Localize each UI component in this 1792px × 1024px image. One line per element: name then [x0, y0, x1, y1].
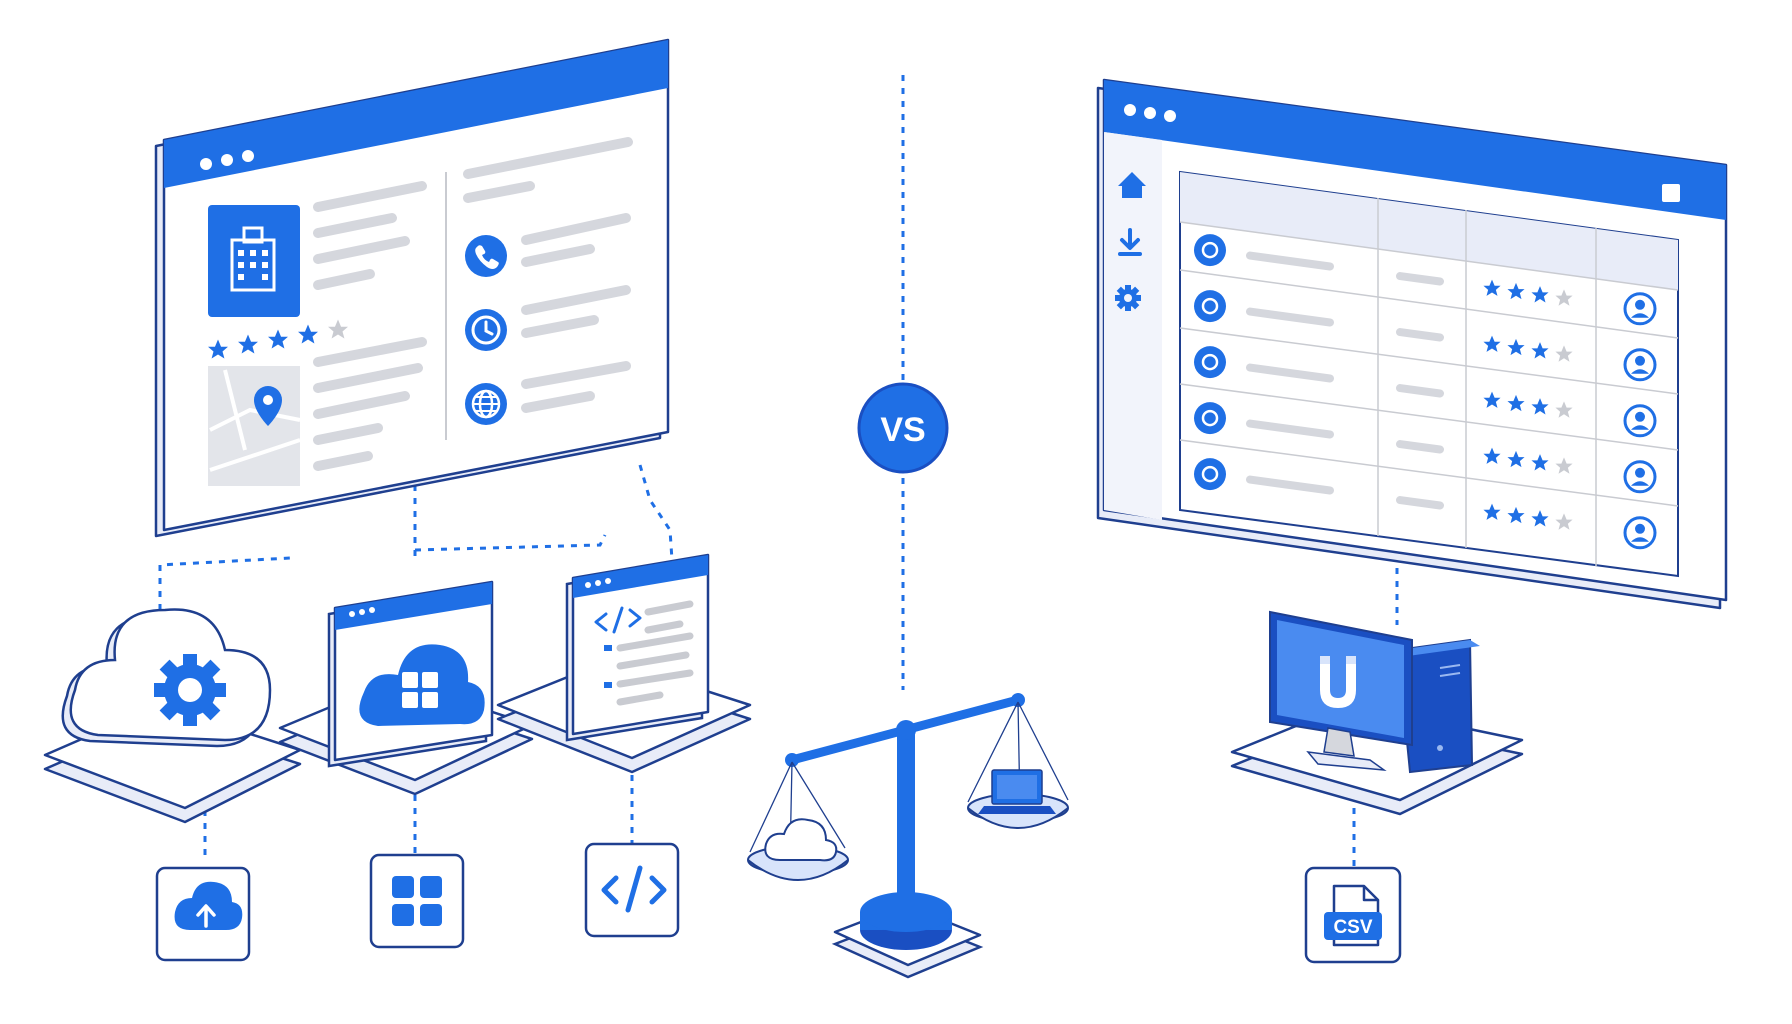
avatar-icon	[1623, 460, 1657, 494]
scale-pan-right	[967, 769, 1069, 829]
maximize-icon	[1662, 184, 1680, 202]
grid-icon	[392, 876, 442, 926]
map-pin-icon	[254, 386, 282, 426]
table-row	[1194, 234, 1657, 326]
badge-cloud-upload	[155, 866, 251, 962]
map-thumbnail	[208, 366, 301, 486]
vs-badge: VS	[857, 382, 949, 474]
building-icon	[208, 205, 300, 317]
platform-desktop	[1230, 610, 1524, 816]
table-row	[1194, 458, 1657, 550]
cloud-icon	[764, 818, 838, 862]
data-table	[1179, 170, 1679, 578]
globe-icon	[465, 383, 507, 425]
scale-pan-left	[747, 818, 849, 881]
platform-app	[278, 580, 534, 796]
left-window-titlebar	[164, 40, 668, 188]
download-icon	[1118, 228, 1142, 256]
badge-csv: CSV	[1304, 866, 1402, 964]
window-controls	[200, 150, 254, 170]
star-icon	[1194, 402, 1226, 435]
building-icon	[1194, 234, 1226, 267]
table-header	[1180, 172, 1678, 290]
connector-left-window-to-cloud	[158, 485, 417, 610]
right-window-titlebar	[1104, 80, 1726, 220]
code-icon	[601, 865, 667, 913]
avatar-icon	[1623, 404, 1657, 438]
platform-code	[496, 553, 752, 774]
window-controls	[1124, 104, 1176, 122]
right-browser-window	[1096, 78, 1728, 610]
connector-window-to-methods	[414, 464, 674, 561]
badge-code	[584, 842, 680, 938]
code-icon	[565, 553, 710, 742]
phone-icon	[465, 235, 507, 277]
connector-lines	[158, 75, 1399, 868]
home-icon	[1118, 172, 1146, 198]
vs-label: VS	[880, 411, 925, 449]
balance-scale	[747, 693, 1069, 979]
avatar-icon	[1623, 348, 1657, 382]
platform-cloud	[43, 608, 302, 824]
laptop-icon	[978, 769, 1056, 814]
table-row	[1194, 402, 1657, 494]
avatar-icon	[1623, 292, 1657, 326]
right-window-sidebar	[1104, 132, 1162, 520]
avatar-icon	[1623, 516, 1657, 550]
table-row	[1194, 290, 1657, 382]
chat-icon	[1194, 458, 1226, 491]
table-row	[1194, 346, 1657, 438]
csv-label: CSV	[1333, 917, 1372, 938]
gear-icon	[1115, 285, 1141, 311]
cloud-upload-icon	[174, 881, 243, 930]
phone-icon	[1194, 290, 1226, 323]
clock-icon	[465, 309, 507, 351]
left-browser-window	[154, 38, 670, 538]
csv-file-icon: CSV	[1324, 884, 1382, 947]
clock-icon	[1194, 346, 1226, 379]
badge-grid	[369, 853, 465, 949]
magnet-desktop-icon	[1269, 610, 1480, 774]
cloud-gear-icon	[61, 608, 272, 748]
cloud-grid-icon	[327, 580, 494, 768]
